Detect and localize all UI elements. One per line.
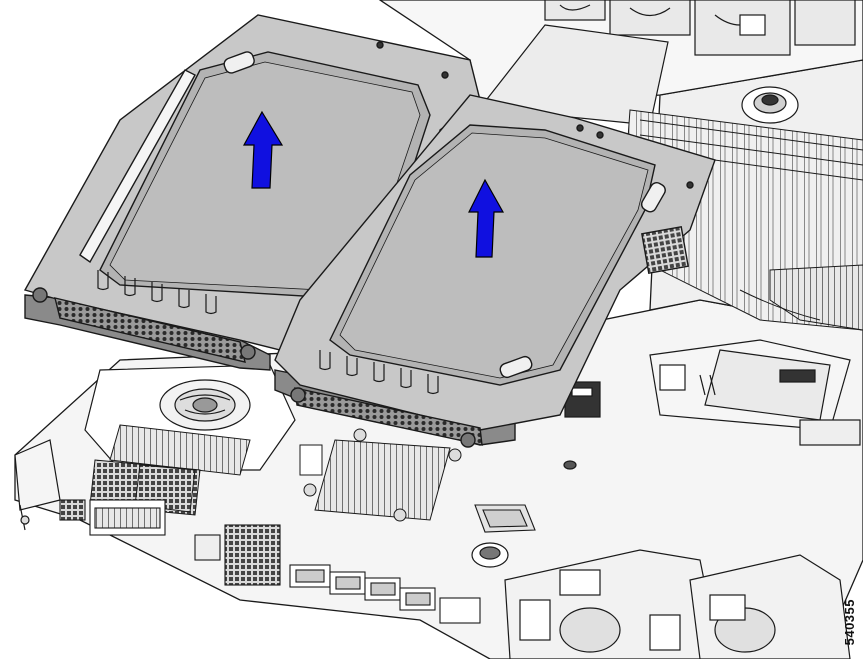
power-supplies [504, 549, 851, 659]
support-bracket [564, 339, 861, 446]
round-bracket [471, 460, 577, 568]
top-connectors [544, 0, 856, 56]
left-rail [14, 439, 61, 531]
rear-io-ports [59, 499, 481, 624]
chip [474, 504, 536, 533]
arrow-up-icon [242, 110, 284, 189]
right-heatsink [739, 264, 863, 331]
figure-id-label: 540355 [842, 598, 857, 645]
center-heatsink [299, 428, 462, 522]
arrow-up-icon [468, 178, 505, 258]
socket-knob [741, 86, 799, 124]
